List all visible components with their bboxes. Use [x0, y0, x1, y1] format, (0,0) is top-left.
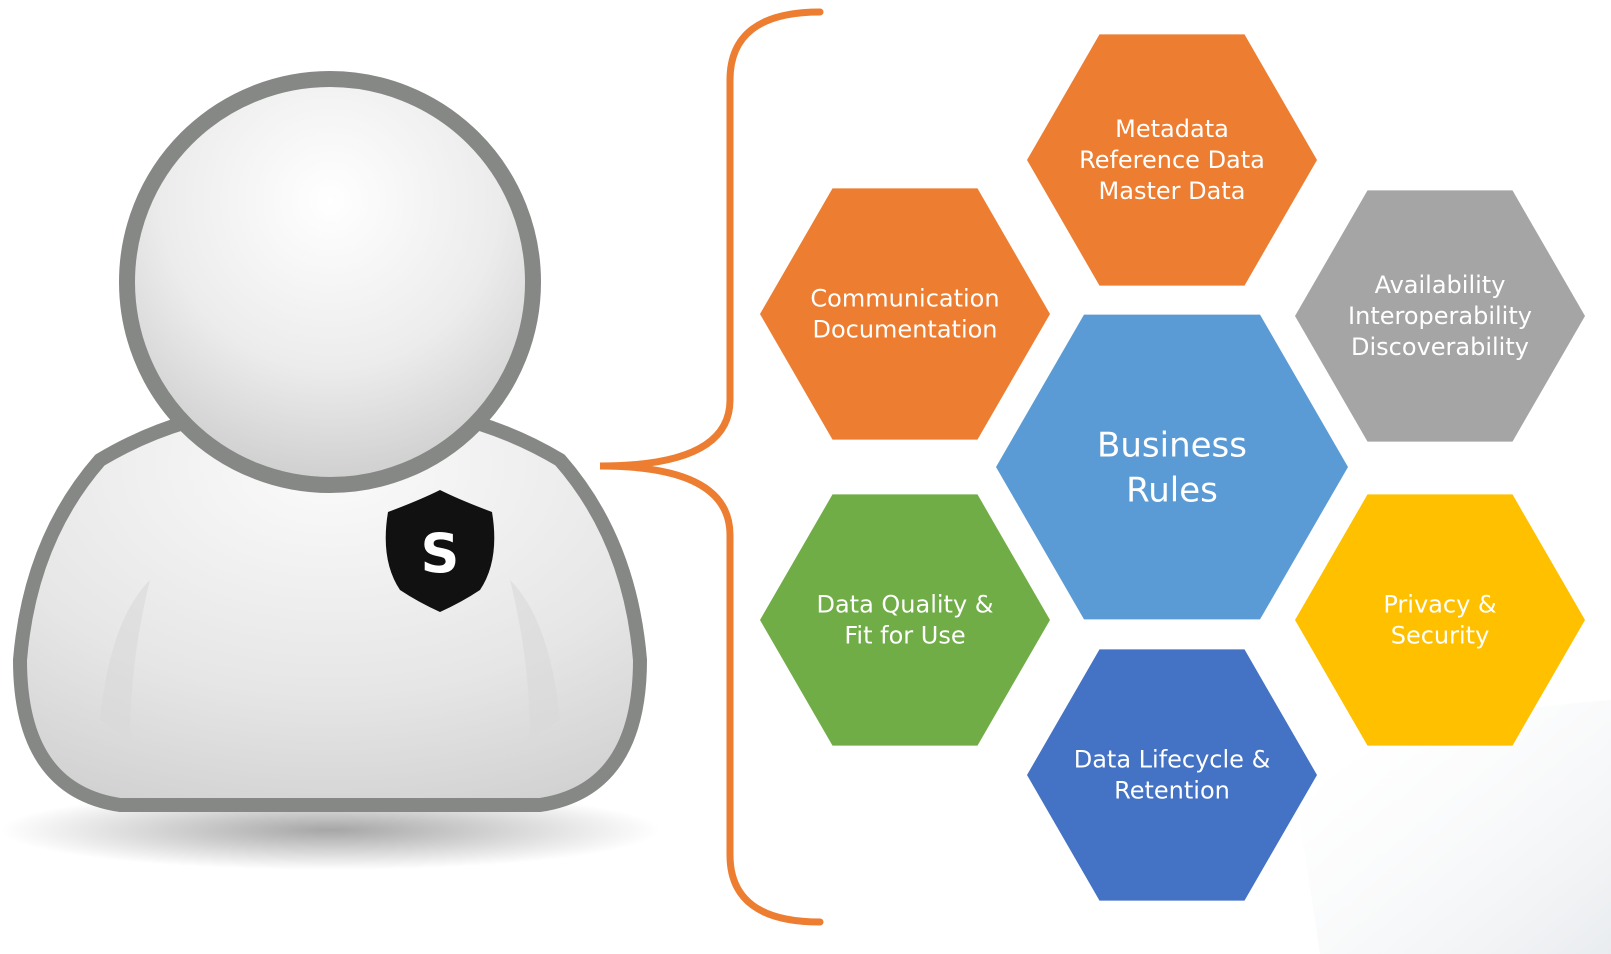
hexagon-communication-label-line: Communication — [810, 285, 999, 313]
hexagon-lifecycle-label-line: Retention — [1114, 777, 1230, 805]
hexagon-availability-label-line: Interoperability — [1348, 302, 1532, 330]
hexagon-business-rules-label-line: Rules — [1126, 471, 1218, 511]
hexagon-data-quality: Data Quality & Fit for Use — [760, 494, 1050, 746]
background-shade — [1300, 700, 1611, 954]
hexagon-availability-shape — [1295, 190, 1585, 442]
hexagon-business-rules-label-line: Business — [1097, 426, 1247, 466]
hexagon-lifecycle-shape — [1027, 649, 1317, 901]
hexagon-availability-label-line: Availability — [1375, 271, 1506, 299]
hexagon-availability-label-line: Discoverability — [1351, 333, 1529, 361]
badge-letter: S — [421, 522, 460, 585]
hexagon-privacy-shape — [1295, 494, 1585, 746]
hexagon-data-quality-shape — [760, 494, 1050, 746]
hexagon-communication-shape — [760, 188, 1050, 440]
hexagon-privacy-label-line: Privacy & — [1383, 591, 1496, 619]
hexagon-privacy-label-line: Security — [1391, 622, 1490, 650]
hexagon-metadata-label-line: Reference Data — [1079, 146, 1265, 174]
hexagon-data-quality-label-line: Fit for Use — [844, 622, 965, 650]
hexagon-availability: AvailabilityInteroperabilityDiscoverabil… — [1295, 190, 1585, 442]
sheriff-badge-icon: S — [385, 490, 495, 612]
hexagon-privacy: Privacy & Security — [1295, 494, 1585, 746]
person-arm-left — [100, 580, 150, 740]
hexagon-data-quality-label-line: Data Quality & — [816, 591, 993, 619]
curly-brace — [599, 8, 824, 926]
hexagon-metadata-label-line: Metadata — [1115, 115, 1229, 143]
hexagon-lifecycle-label-line: Data Lifecycle & — [1074, 746, 1271, 774]
data-steward-person-icon: S — [0, 71, 660, 870]
person-arm-right — [510, 580, 560, 740]
hexagon-business-rules-shape — [996, 314, 1348, 620]
hexagon-metadata-label-line: Master Data — [1099, 177, 1246, 205]
hexagon-metadata-shape — [1027, 34, 1317, 286]
hexagon-lifecycle: Data Lifecycle & Retention — [1027, 649, 1317, 901]
hexagon-communication-label-line: Documentation — [812, 316, 997, 344]
person-head — [119, 71, 541, 493]
